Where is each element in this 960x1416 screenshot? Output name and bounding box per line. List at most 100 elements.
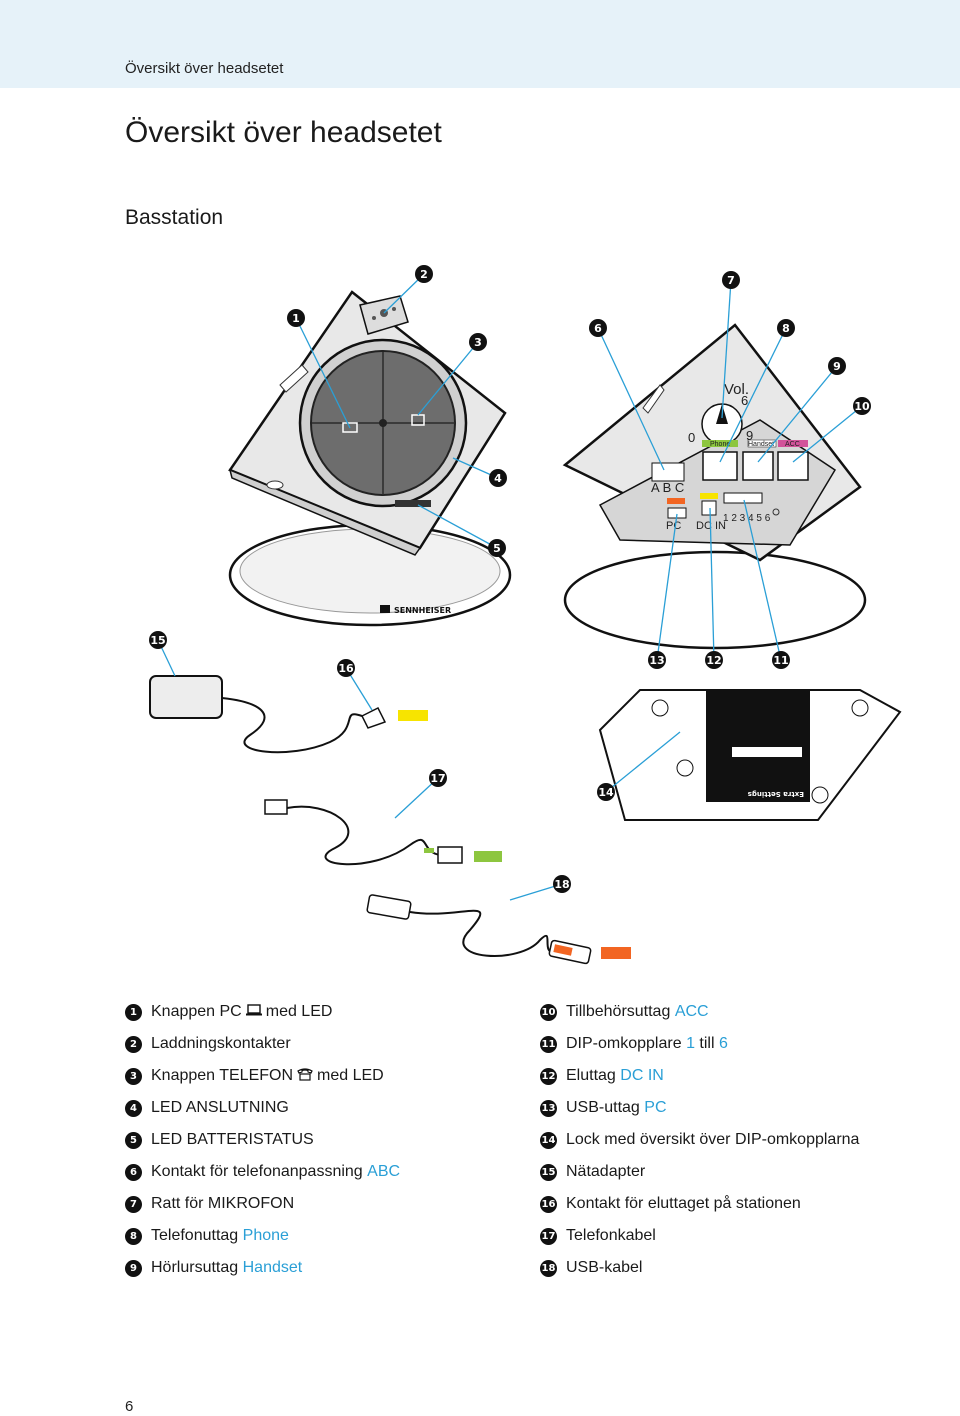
legend-highlight: DC IN <box>620 1067 664 1084</box>
callout-10: 10 <box>853 397 871 415</box>
legend-number: 3 <box>125 1067 142 1085</box>
legend-item-8: 8 Telefonuttag Phone <box>125 1220 400 1252</box>
legend-text: Eluttag <box>566 1067 616 1084</box>
svg-text:13: 13 <box>649 654 664 667</box>
legend-text: Lock med översikt över DIP-omkopplarna <box>566 1131 860 1148</box>
svg-text:7: 7 <box>727 274 735 287</box>
legend-text: Tillbehörsuttag <box>566 1003 671 1020</box>
callout-14: 14 <box>597 783 615 801</box>
svg-text:10: 10 <box>854 400 870 413</box>
legend-text: LED BATTERISTATUS <box>151 1131 314 1148</box>
phone-icon <box>297 1067 313 1086</box>
callout-15: 15 <box>149 631 167 649</box>
callout-6: 6 <box>589 319 607 337</box>
callout-9: 9 <box>828 357 846 375</box>
legend-item-6: 6 Kontakt för telefonanpassning ABC <box>125 1156 400 1188</box>
legend-text: Telefonkabel <box>566 1227 656 1244</box>
legend-highlight: Handset <box>242 1259 303 1276</box>
svg-text:6: 6 <box>594 322 602 335</box>
sennheiser-logo: SENNHEISER <box>380 605 451 615</box>
charging-contacts <box>359 295 409 335</box>
header-band <box>0 0 960 88</box>
legend-number: 17 <box>540 1227 557 1245</box>
legend-suffix: med LED <box>265 1003 333 1020</box>
callout-16: 16 <box>337 659 355 677</box>
dip-cover-lid: Extra Settings <box>598 689 902 821</box>
svg-text:2: 2 <box>420 268 428 281</box>
svg-text:PC: PC <box>666 520 681 532</box>
page-title: Översikt över headsetet <box>125 116 442 149</box>
section-title: Basstation <box>125 206 224 229</box>
legend-highlight: ABC <box>367 1163 401 1180</box>
legend-right: 10 Tillbehörsuttag ACC 11 DIP-omkopplare… <box>540 996 859 1284</box>
legend-number: 9 <box>125 1259 142 1277</box>
legend-number: 6 <box>125 1163 142 1181</box>
legend-suffix: med LED <box>317 1067 384 1084</box>
callout-4: 4 <box>489 469 507 487</box>
legend-text: Kontakt för eluttaget på stationen <box>566 1195 801 1212</box>
legend-highlight: Phone <box>242 1227 289 1244</box>
legend-number: 16 <box>540 1195 557 1213</box>
callout-17: 17 <box>429 769 447 787</box>
callout-12: 12 <box>705 651 723 669</box>
legend-number: 18 <box>540 1259 557 1277</box>
svg-text:5: 5 <box>493 542 501 555</box>
legend-text: Laddningskontakter <box>151 1035 291 1052</box>
legend-number: 2 <box>125 1035 142 1053</box>
legend-item-12: 12 Eluttag DC IN <box>540 1060 859 1092</box>
svg-text:15: 15 <box>150 634 165 647</box>
callout-18: 18 <box>553 875 571 893</box>
usb-cable <box>366 894 631 965</box>
legend-item-17: 17 Telefonkabel <box>540 1220 859 1252</box>
legend-item-15: 15 Nätadapter <box>540 1156 859 1188</box>
legend-text: Kontakt för telefonanpassning <box>151 1163 363 1180</box>
power-adapter <box>149 675 428 754</box>
legend-item-5: 5 LED BATTERISTATUS <box>125 1124 400 1156</box>
svg-text:A B C: A B C <box>651 480 684 495</box>
legend-left: 1 Knappen PC med LED 2 Laddningskontakte… <box>125 996 400 1284</box>
legend-number: 5 <box>125 1131 142 1149</box>
legend-number: 14 <box>540 1131 557 1149</box>
legend-item-9: 9 Hörlursuttag Handset <box>125 1252 400 1284</box>
led-battery <box>395 500 431 507</box>
legend-number: 15 <box>540 1163 557 1181</box>
legend-highlight: 1 <box>686 1035 695 1052</box>
svg-text:4: 4 <box>494 472 502 485</box>
legend-highlight: 6 <box>718 1035 728 1052</box>
svg-text:0: 0 <box>688 430 695 445</box>
svg-text:1: 1 <box>292 312 300 325</box>
legend-text: Knappen TELEFON <box>151 1067 294 1084</box>
svg-text:6: 6 <box>741 393 748 408</box>
legend-item-1: 1 Knappen PC med LED <box>125 996 400 1028</box>
legend-number: 8 <box>125 1227 142 1245</box>
base-station-illustration: SENNHEISER Vol. 0 6 9 <box>0 250 960 980</box>
pc-button-icon <box>342 422 358 433</box>
svg-text:Vol.: Vol. <box>724 381 749 398</box>
port-row: Phone Handset ACC A B C 1 2 3 4 5 6 PC D… <box>651 439 809 532</box>
legend-number: 10 <box>540 1003 557 1021</box>
svg-text:16: 16 <box>338 662 354 675</box>
callout-8: 8 <box>777 319 795 337</box>
legend-highlight: ACC <box>674 1003 709 1020</box>
legend-text: Ratt för MIKROFON <box>151 1195 295 1212</box>
legend-highlight: PC <box>644 1099 667 1116</box>
svg-text:Extra Settings: Extra Settings <box>748 790 804 798</box>
legend-item-13: 13 USB-uttag PC <box>540 1092 859 1124</box>
legend-middle: till <box>699 1035 715 1052</box>
svg-text:Handset: Handset <box>748 441 774 448</box>
svg-text:ACC: ACC <box>785 441 800 448</box>
running-header: Översikt över headsetet <box>125 60 284 77</box>
svg-text:Phone: Phone <box>710 441 730 448</box>
legend-text: Hörlursuttag <box>151 1259 239 1276</box>
svg-text:3: 3 <box>474 336 482 349</box>
legend-text: LED ANSLUTNING <box>151 1099 289 1116</box>
callout-13: 13 <box>648 651 666 669</box>
legend-text: USB-kabel <box>566 1259 643 1276</box>
legend-item-2: 2 Laddningskontakter <box>125 1028 400 1060</box>
svg-text:SENNHEISER: SENNHEISER <box>394 606 451 615</box>
phone-cable <box>264 799 502 866</box>
svg-text:18: 18 <box>554 878 569 891</box>
legend-text: USB-uttag <box>566 1099 640 1116</box>
pc-icon <box>245 1003 262 1021</box>
mic-volume-dial: Vol. 0 6 9 <box>688 381 753 445</box>
